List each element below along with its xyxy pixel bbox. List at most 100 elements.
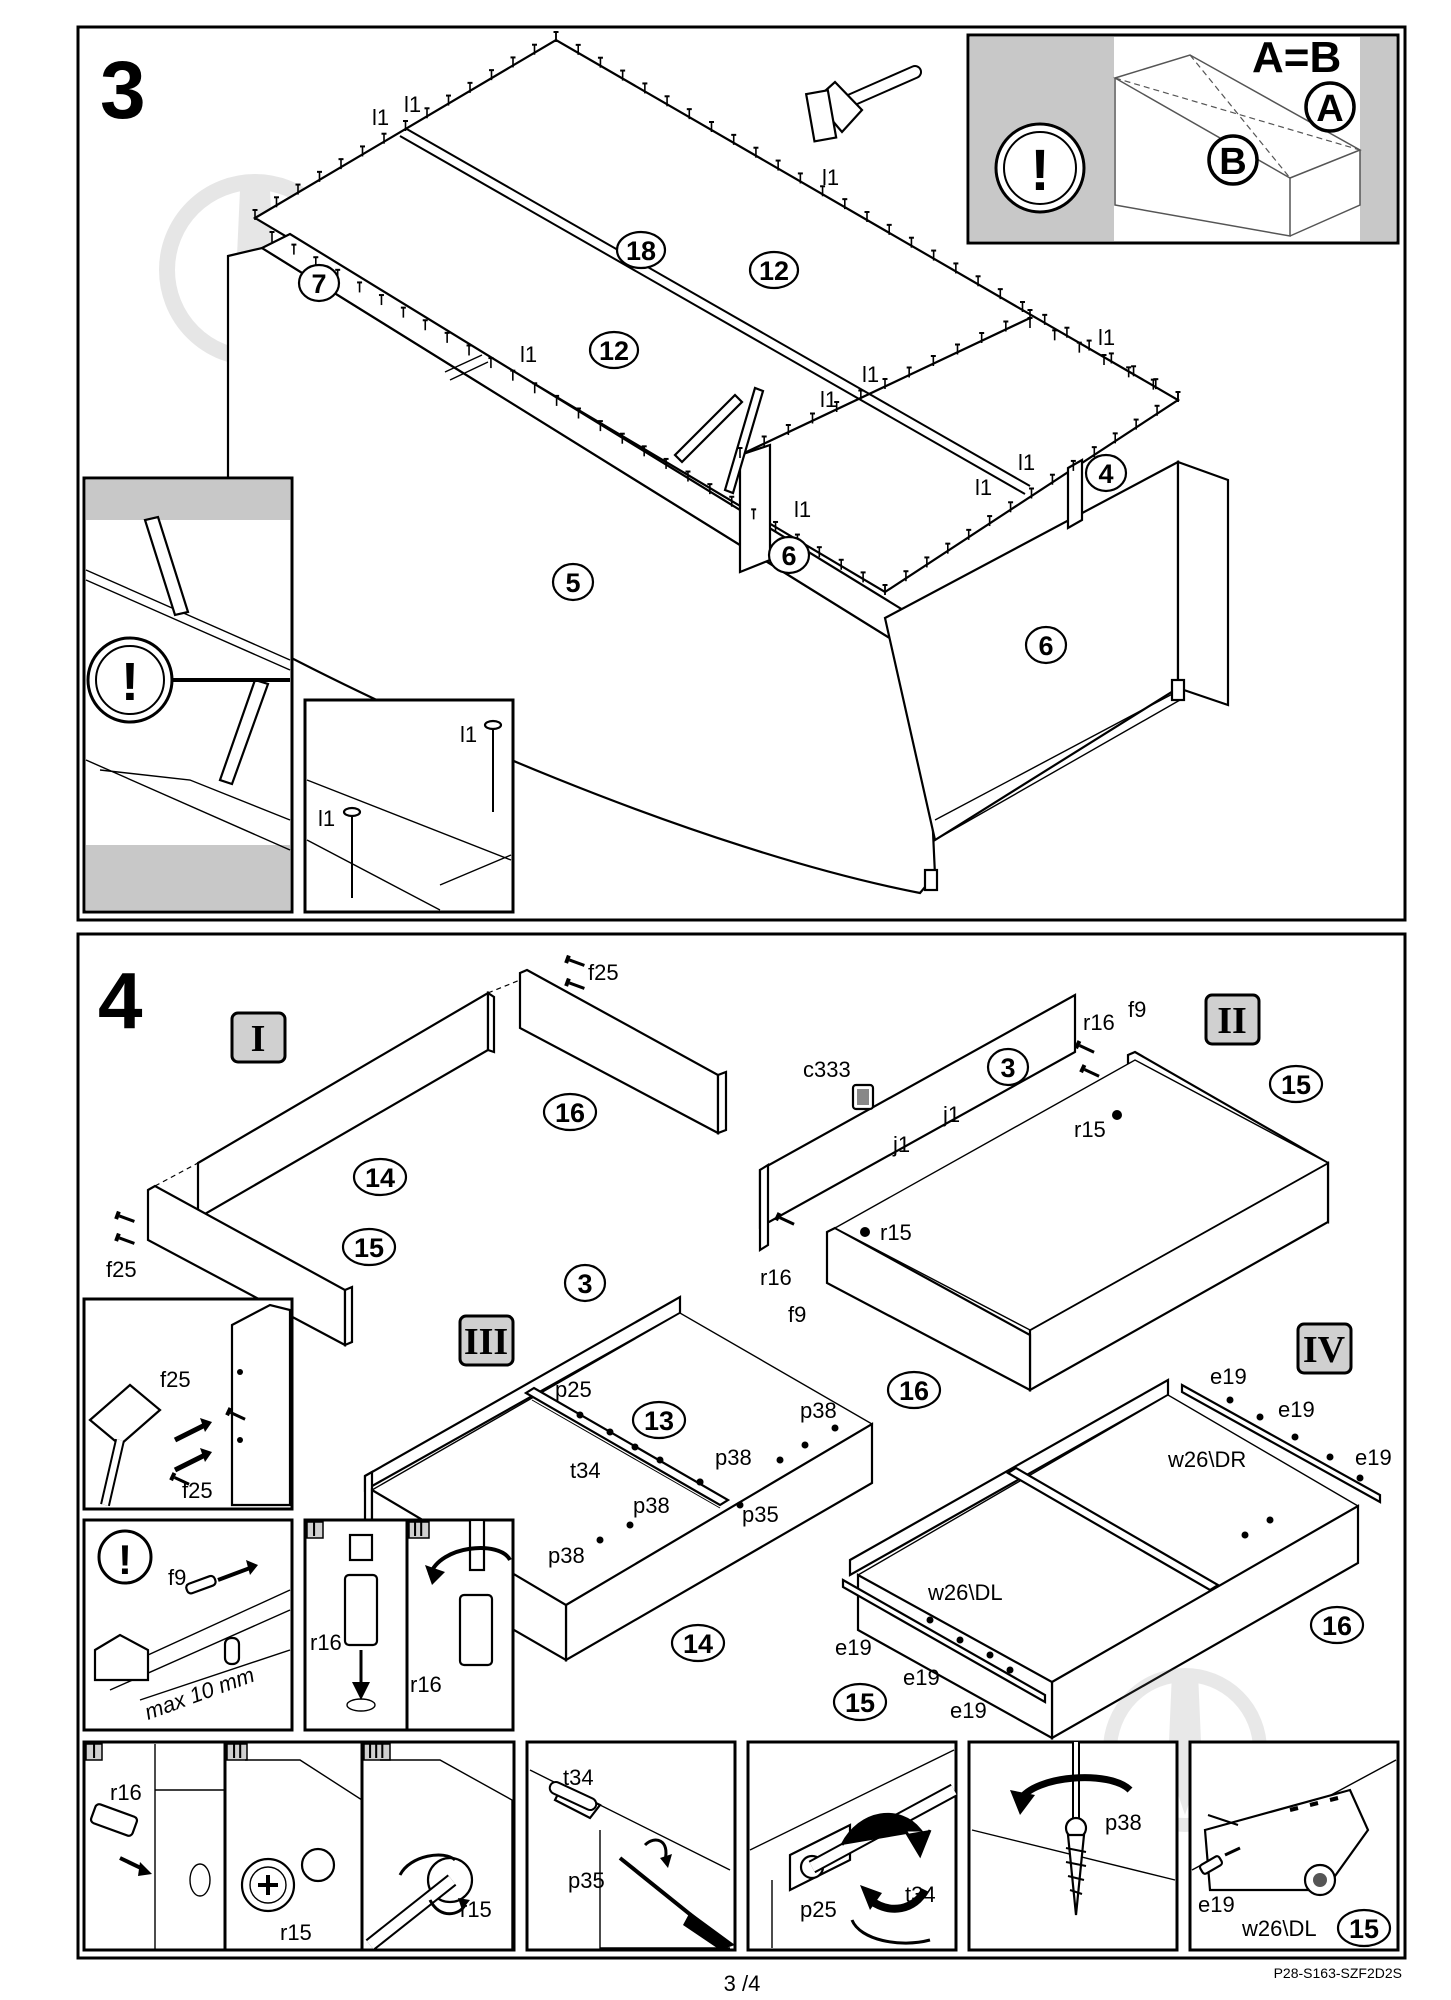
pin-mark	[1326, 1453, 1334, 1461]
substep-i-drawing	[112, 953, 728, 1347]
hardware-label: e19	[1210, 1364, 1247, 1389]
detail-f25	[82, 1297, 294, 1511]
step4-panel: 4 I II III IV f25 f25 16 14 15	[76, 932, 1407, 1960]
hardware-label: p38	[715, 1445, 752, 1470]
hardware-label: f9	[788, 1302, 806, 1327]
substep-iv-badge: IV	[1296, 1322, 1353, 1375]
part-callout-16: 16	[1309, 1605, 1365, 1645]
hardware-label: p35	[568, 1868, 605, 1893]
pin-mark	[926, 1616, 934, 1624]
hardware-label: j1	[942, 1102, 960, 1127]
inset-nail-detail: l1 l1	[303, 698, 515, 914]
pin-mark	[1226, 1396, 1234, 1404]
pin-mark	[1256, 1413, 1264, 1421]
svg-text:6: 6	[1038, 631, 1053, 661]
hardware-label: j1	[892, 1132, 910, 1157]
hardware-label: p35	[742, 1502, 779, 1527]
equal-diagonals-label: A=B	[1252, 33, 1341, 82]
svg-text:II: II	[1217, 1000, 1247, 1042]
step-tag: II	[412, 1516, 424, 1541]
substep-ii-badge: II	[1204, 993, 1261, 1046]
hardware-label: r16	[760, 1265, 792, 1290]
part-callout-18: 18	[615, 230, 667, 270]
hardware-label: r16	[410, 1672, 442, 1697]
hardware-label: f9	[1128, 997, 1146, 1022]
hardware-label: r15	[880, 1220, 912, 1245]
part-callout-15: 15	[832, 1682, 888, 1722]
part-callout-15: 15	[1268, 1064, 1324, 1104]
pin-mark	[986, 1651, 994, 1659]
svg-text:7: 7	[311, 269, 326, 299]
step3-panel: 3 ! A=B A	[76, 25, 1407, 922]
svg-text:16: 16	[899, 1376, 929, 1406]
pin-mark	[1291, 1433, 1299, 1441]
pin-mark	[656, 1456, 664, 1464]
hardware-label: p38	[548, 1543, 585, 1568]
hardware-label: t34	[570, 1458, 601, 1483]
hardware-label: f25	[106, 1257, 137, 1282]
step3-number: 3	[100, 45, 146, 136]
hardware-label: e19	[1355, 1445, 1392, 1470]
hardware-label: w26\DL	[927, 1580, 1003, 1605]
part-callout-13: 13	[631, 1400, 687, 1440]
svg-text:6: 6	[781, 541, 796, 571]
hardware-label: f25	[588, 960, 619, 985]
warning-icon: !	[118, 1536, 132, 1583]
hardware-label: r16	[310, 1630, 342, 1655]
warning-icon: !	[1030, 138, 1049, 203]
detail-f9: !	[82, 1518, 294, 1732]
hardware-label: r16	[110, 1780, 142, 1805]
svg-text:14: 14	[365, 1163, 395, 1193]
part-callout-5: 5	[551, 562, 595, 602]
nail-label: l1	[794, 497, 811, 522]
inset-diagonal-check: ! A=B A B	[966, 33, 1400, 245]
pin-mark	[1241, 1531, 1249, 1539]
hardware-label: t34	[563, 1765, 594, 1790]
document-code: P28-S163-SZF2D2S	[1274, 1965, 1402, 1981]
nail-label: l1	[460, 722, 477, 747]
step-tag: I	[311, 1516, 317, 1541]
pin-mark	[626, 1521, 634, 1529]
page-number: 3 /4	[724, 1971, 761, 1996]
part-callout-6: 6	[1024, 625, 1068, 665]
part-callout-14: 14	[352, 1157, 408, 1197]
svg-text:IV: IV	[1303, 1329, 1346, 1371]
detail-p38	[967, 1740, 1179, 1952]
pin-mark	[576, 1411, 584, 1419]
part-callout-12: 12	[748, 250, 800, 290]
part-callout-16: 16	[542, 1092, 598, 1132]
detail-r16-r15-sequence	[82, 1740, 516, 1952]
svg-text:12: 12	[599, 336, 629, 366]
svg-text:15: 15	[845, 1688, 875, 1718]
step4-number: 4	[98, 956, 143, 1045]
part-callout-14: 14	[670, 1623, 726, 1663]
nail-label: l1	[975, 475, 992, 500]
step-tag: I	[91, 1738, 97, 1763]
part-callout-3: 3	[563, 1263, 607, 1303]
svg-text:15: 15	[1281, 1070, 1311, 1100]
hardware-label: e19	[1198, 1892, 1235, 1917]
nail-label: l1	[1018, 450, 1035, 475]
nail-label: l1	[318, 806, 335, 831]
hardware-label: r15	[1074, 1117, 1106, 1142]
detail-r16	[303, 1518, 515, 1732]
nail-label: l1	[372, 105, 389, 130]
nail-label: l1	[520, 342, 537, 367]
pin-mark	[596, 1536, 604, 1544]
point-a-label: A	[1316, 88, 1343, 130]
nail-label: l1	[1098, 325, 1115, 350]
svg-text:4: 4	[1098, 459, 1113, 489]
detail-p25-t34	[746, 1740, 958, 1952]
nail-label: l1	[862, 362, 879, 387]
hardware-label: p38	[633, 1493, 670, 1518]
hardware-label: e19	[903, 1665, 940, 1690]
step-tag: II	[231, 1738, 243, 1763]
svg-text:5: 5	[565, 568, 580, 598]
hardware-label: r15	[280, 1920, 312, 1945]
part-callout-6: 6	[767, 535, 811, 575]
svg-text:18: 18	[626, 236, 656, 266]
hardware-label: f9	[168, 1565, 186, 1590]
step-tag: III	[367, 1738, 385, 1763]
svg-text:3: 3	[577, 1269, 592, 1299]
